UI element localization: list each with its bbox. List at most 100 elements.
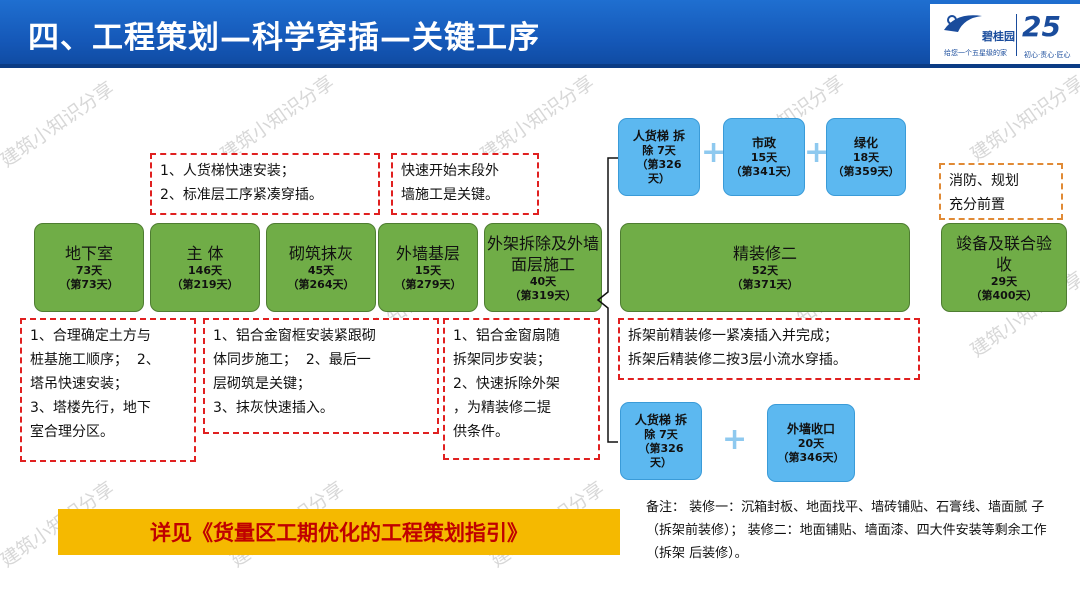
note-line: 充分前置 [949,197,1005,213]
bubble-municipal: 市政 15天 （第341天） [723,118,805,196]
note-line: 拆架后精装修二按3层小流水穿插。 [628,352,847,368]
stage-duration: 146天 [188,264,222,277]
stage-name: 砌筑抹灰 [288,244,353,263]
stage-cumulative: （第371天） [731,278,799,291]
stage-cumulative: （第219天） [171,278,239,291]
bubble-hoist-removal: 人货梯 拆 除 7天 （第326 天） [618,118,700,196]
note-line: 层砌筑是关键； [213,376,311,392]
note-fire-planning: 消防、规划 充分前置 [939,163,1063,220]
note-scaffold: 1、铝合金窗扇随 拆架同步安装； 2、快速拆除外架 ，为精装修二提 供条件。 [443,318,600,460]
anniversary-number-text: 25 [1022,10,1061,43]
stage-final-acceptance: 竣备及联合验收 29天 （第400天） [941,223,1067,312]
stage-duration: 45天 [307,264,335,277]
bubble-line: 15天 [750,150,778,164]
logo-motto: 初心·责心·匠心 [1024,51,1071,59]
stage-name: 外架拆除及外墙面层施工 [487,233,600,274]
note-line: 室合理分区。 [30,424,114,440]
stage-duration: 29天 [990,274,1018,288]
note-line: 拆架前精装修一紧凑插入并完成； [628,328,838,344]
page-title: 四、工程策划—科学穿插—关键工序 [28,20,540,56]
logo-slogan: 给您一个五星级的家 [944,49,1007,57]
stage-name: 外墙基层 [395,244,460,263]
stage-duration: 73天 [75,264,103,277]
bubble-line: 20天 [797,436,825,450]
bubble-name: 绿化 [853,135,878,150]
guideline-banner: 详见《货量区工期优化的工程策划指引》 [58,509,620,555]
note-line: 拆架同步安装； [453,352,551,368]
note-basement: 1、合理确定土方与 桩基施工顺序； 2、 塔吊快速安装； 3、塔楼先行，地下 室… [20,318,196,462]
plus-icon: + [701,135,727,170]
bubble-line: 天） [650,455,672,469]
note-line: 3、塔楼先行，地下 [30,400,151,416]
stage-name: 地下室 [64,244,113,263]
bubble-line: （第326 [636,157,682,171]
watermark: 建筑小知识分享 [0,77,119,172]
note-line: 1、铝合金窗扇随 [453,328,560,344]
note-line: 消防、规划 [949,173,1019,189]
stage-duration: 15天 [414,264,442,277]
stage-duration: 52天 [751,264,779,277]
note-structure: 1、人货梯快速安装； 2、标准层工序紧凑穿插。 [150,153,380,215]
bubble-line: 天） [648,171,670,185]
note-facade: 快速开始末段外 墙施工是关键。 [391,153,539,215]
branch-bracket [596,157,618,443]
bubble-line: （第326 [638,441,684,455]
bubble-name: 外墙收口 [786,421,835,436]
note-line: 体同步施工； 2、最后一 [213,352,371,368]
stage-name: 精装修二 [732,244,797,263]
note-line: 快速开始末段外 [401,163,499,179]
note-line: 2、快速拆除外架 [453,376,560,392]
stage-name: 竣备及联合验收 [956,233,1053,274]
stage-cumulative: （第400天） [970,288,1038,302]
stage-fine-decoration-2: 精装修二 52天 （第371天） [620,223,910,312]
note-line: 2、标准层工序紧凑穿插。 [160,187,323,203]
note-decoration: 拆架前精装修一紧凑插入并完成； 拆架后精装修二按3层小流水穿插。 [618,318,920,380]
bubble-line: （第346天） [777,450,845,464]
guideline-banner-text: 详见《货量区工期优化的工程策划指引》 [150,521,528,545]
plus-icon: + [804,135,830,170]
watermark: 建筑小知识分享 [476,71,599,166]
logo-name: 碧桂园 [982,30,1015,43]
bubble-name: 人货梯 拆 [634,412,688,427]
stage-duration: 40天 [529,274,557,288]
note-masonry: 1、铝合金窗框安装紧跟砌 体同步施工； 2、最后一 层砌筑是关键； 3、抹灰快速… [203,318,439,434]
bubble-line: （第341天） [730,164,798,178]
stage-facade-base: 外墙基层 15天 （第279天） [378,223,478,312]
stage-main-structure: 主 体 146天 （第219天） [150,223,260,312]
stage-cumulative: （第279天） [394,278,462,291]
stage-cumulative: （第264天） [287,278,355,291]
watermark: 建筑小知识分享 [216,71,339,166]
note-line: 供条件。 [453,424,509,440]
note-line: 1、合理确定土方与 [30,328,151,344]
bubble-hoist-removal-2: 人货梯 拆 除 7天 （第326 天） [620,402,702,480]
logo: 碧桂园 给您一个五星级的家 25 初心·责心·匠心 [930,4,1080,64]
bubble-line: 18天 [852,150,880,164]
header-stripe [0,64,1080,68]
note-line: 墙施工是关键。 [401,187,499,203]
bubble-facade-closing: 外墙收口 20天 （第346天） [767,404,855,482]
logo-divider [1016,14,1017,56]
bubble-line: （第359天） [832,164,900,178]
watermark: 建筑小知识分享 [966,71,1080,166]
stage-name: 主 体 [186,244,224,263]
stage-basement: 地下室 73天 （第73天） [34,223,144,312]
note-line: ，为精装修二提 [453,400,551,416]
footnote: 备注： 装修一：沉箱封板、地面找平、墙砖铺贴、石膏线、墙面腻 子（拆架前装修）；… [646,500,1047,561]
note-line: 桩基施工顺序； 2、 [30,352,160,368]
bubble-landscaping: 绿化 18天 （第359天） [826,118,906,196]
stage-scaffold-removal: 外架拆除及外墙面层施工 40天 （第319天） [484,223,602,312]
stage-cumulative: （第73天） [59,278,119,291]
bubble-line: 除 7天 [644,427,678,441]
note-line: 1、人货梯快速安装； [160,163,295,179]
stage-masonry-plaster: 砌筑抹灰 45天 （第264天） [266,223,376,312]
anniversary-number: 25 [1022,10,1061,43]
bubble-name: 市政 [751,135,776,150]
bubble-line: 除 7天 [642,143,676,157]
plus-icon: + [722,422,748,457]
bird-logo-icon [944,15,982,32]
header-bar: 四、工程策划—科学穿插—关键工序 碧桂园 给您一个五星级的家 25 初心·责心·… [0,0,1080,68]
note-line: 3、抹灰快速插入。 [213,400,334,416]
note-line: 1、铝合金窗框安装紧跟砌 [213,328,376,344]
stage-cumulative: （第319天） [509,288,577,302]
bubble-name: 人货梯 拆 [632,128,686,143]
